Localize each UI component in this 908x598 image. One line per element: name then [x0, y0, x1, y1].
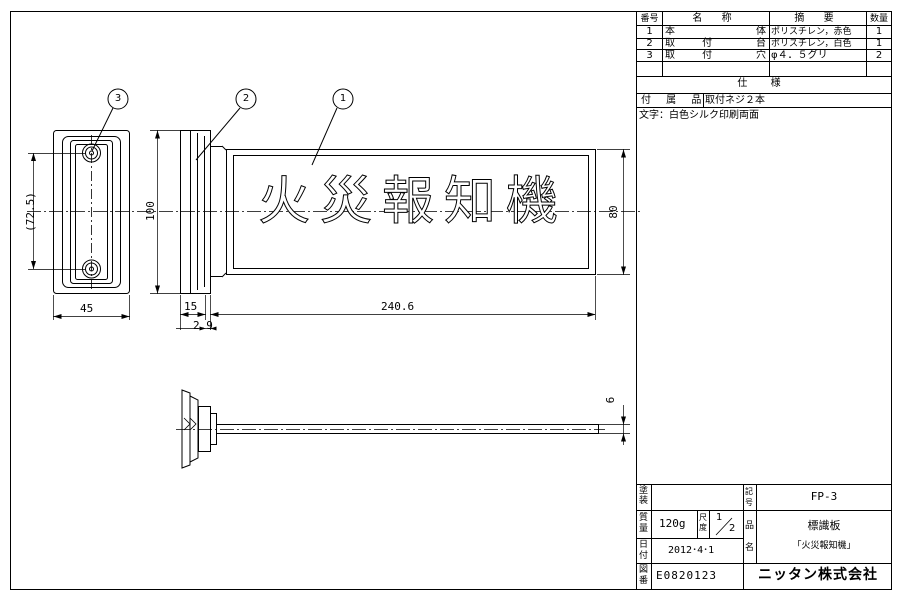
sheet-border — [10, 11, 892, 590]
symbol-value: FP-3 — [810, 490, 838, 503]
title-block-grid — [636, 484, 891, 589]
accessory-value: 取付ネジ２本 — [705, 95, 765, 106]
date-value: 2012･4･1 — [668, 545, 715, 556]
dim-72-5: (72.5) — [24, 192, 37, 232]
dim-240-6: 240.6 — [381, 300, 415, 313]
sign-text: 火災報知機 — [258, 172, 569, 233]
scale-denominator: 2 — [729, 523, 736, 534]
dim-100: 100 — [144, 201, 157, 221]
row1-no: 1 — [646, 26, 653, 37]
stand-side-view — [180, 130, 227, 294]
mass-value: 120g — [659, 517, 686, 530]
finish-label: 塗装 — [639, 486, 649, 506]
row1-name-a: 本 — [665, 26, 675, 37]
accessory-label: 付 属 品 — [641, 95, 708, 106]
product-name: 標識板 — [807, 519, 841, 532]
row3-no: 3 — [646, 50, 653, 61]
dim-6: 6 — [604, 396, 617, 404]
scale-label: 尺度 — [699, 513, 707, 532]
part-balloons — [91, 88, 354, 166]
row2-spec: ポリスチレン，白色 — [771, 39, 852, 49]
row2-name-a: 取 付 — [665, 38, 725, 49]
row3-qty: 2 — [875, 50, 883, 61]
dim-80: 80 — [607, 205, 620, 219]
row3-name-a: 取 付 — [665, 50, 725, 61]
dim-15: 15 — [184, 300, 198, 313]
row1-name-b: 体 — [756, 26, 766, 37]
hdr-name: 名 称 — [692, 13, 740, 24]
balloon-3-label: 3 — [114, 93, 122, 104]
row1-spec: ポリスチレン，赤色 — [771, 27, 852, 37]
top-view — [176, 389, 605, 469]
row2-qty: 1 — [875, 38, 883, 49]
hdr-spec: 摘 要 — [794, 13, 842, 24]
hdr-qty: 数量 — [869, 14, 888, 24]
dimension-arrows — [31, 130, 626, 442]
mounting-base-front-view — [27, 130, 640, 294]
product-label: 品名 — [745, 521, 755, 553]
dim-2-9: 2.9 — [193, 319, 213, 332]
row2-no: 2 — [646, 38, 653, 49]
row1-qty: 1 — [875, 26, 883, 37]
spec-header: 仕 様 — [737, 78, 791, 89]
drawing-no-label: 図番 — [639, 565, 649, 586]
hdr-no: 番号 — [640, 14, 659, 24]
row3-name-b: 穴 — [756, 50, 766, 61]
symbol-label: 記号 — [745, 487, 753, 507]
mass-label: 質量 — [639, 513, 649, 534]
balloon-2-label: 2 — [242, 93, 250, 104]
row2-name-b: 台 — [756, 38, 766, 49]
product-subtitle: 「火災報知機」 — [792, 541, 856, 551]
parts-table-grid — [636, 11, 891, 108]
company-logo: ニッタン株式会社 — [758, 567, 878, 583]
scale-numerator: 1 — [716, 512, 723, 523]
balloon-1-label: 1 — [339, 93, 347, 104]
spec-note: 文字：白色シルク印刷両面 — [639, 110, 759, 121]
sign-plate — [226, 149, 596, 275]
drawing-no-value: E0820123 — [656, 569, 717, 582]
dim-45: 45 — [80, 302, 94, 315]
date-label: 日付 — [639, 540, 649, 561]
row3-spec: φ４．５グリ — [771, 50, 828, 61]
